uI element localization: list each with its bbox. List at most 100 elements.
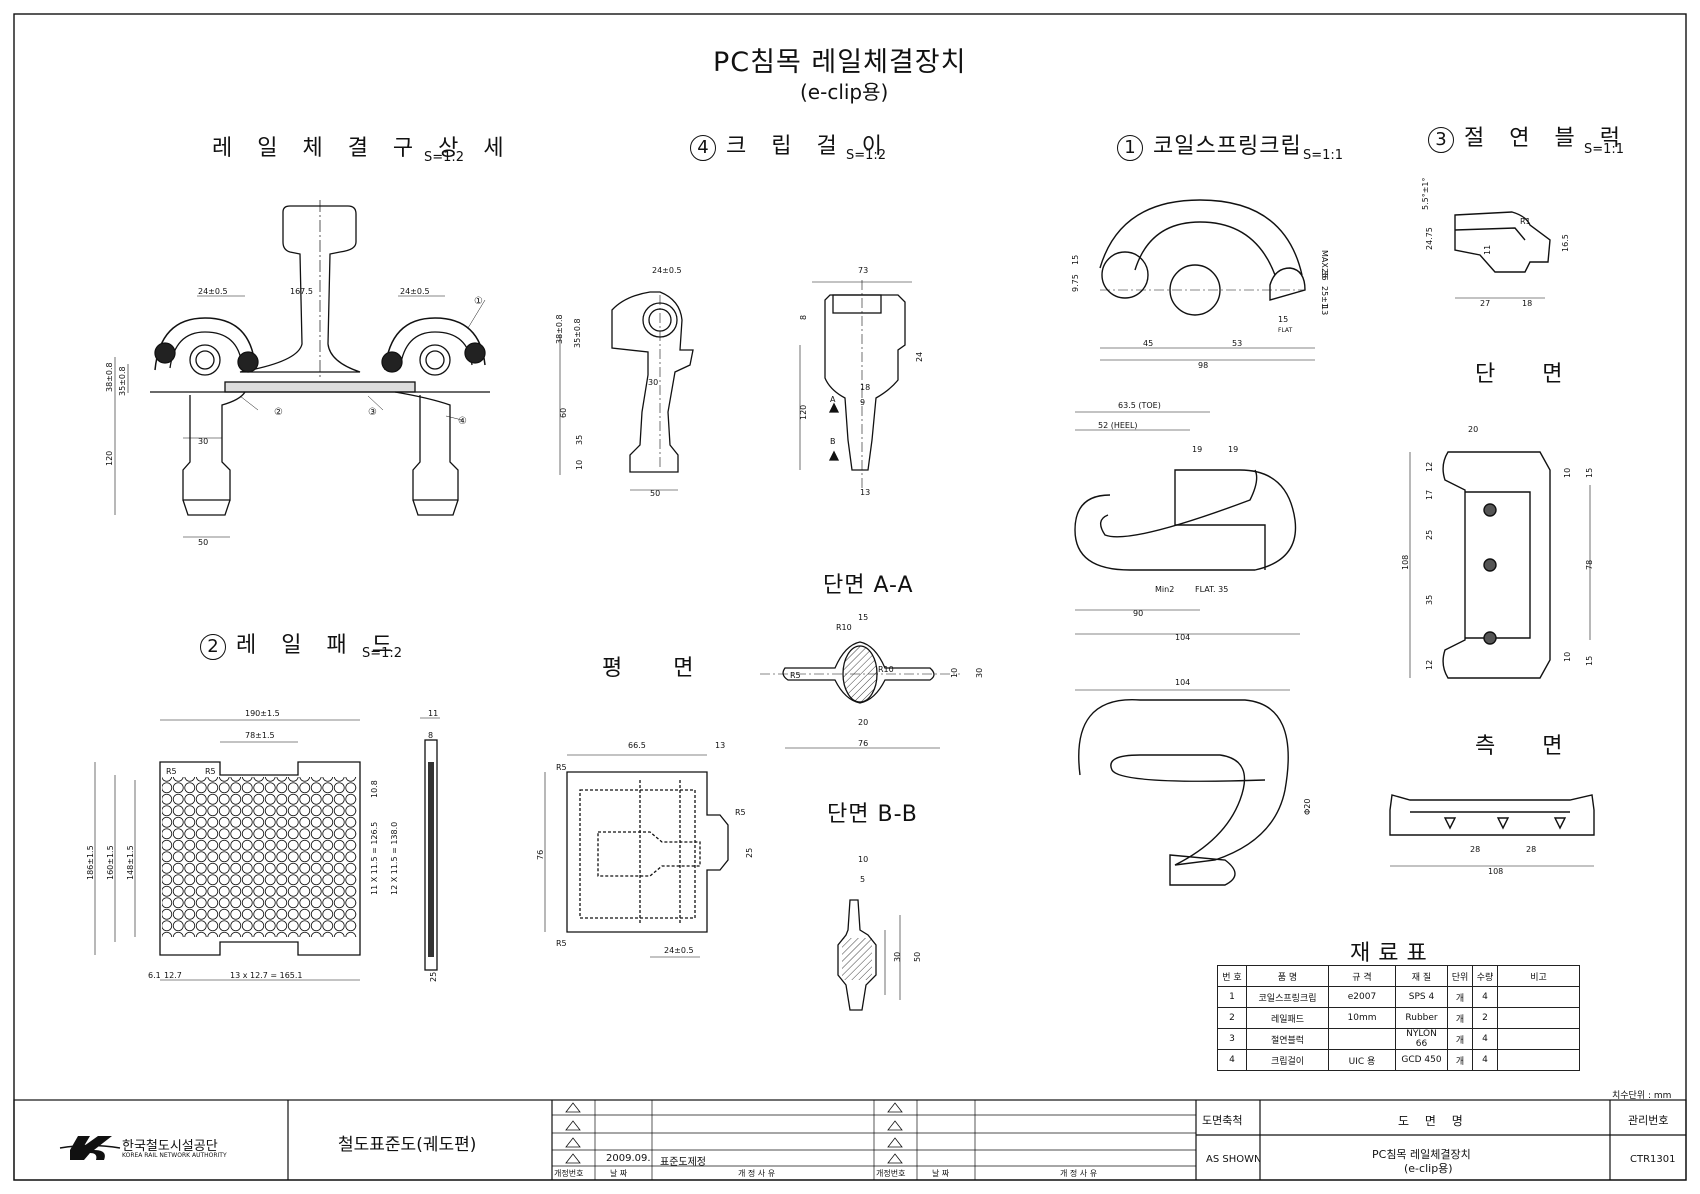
part-number-1: 1 bbox=[1117, 135, 1143, 161]
section-label: 크 립 걸 이 bbox=[726, 134, 891, 159]
label-section-aa: 단면 A-A bbox=[823, 573, 914, 598]
pad-dim: 12.7 bbox=[164, 971, 182, 980]
col-header: 품 명 bbox=[1246, 965, 1329, 987]
aa-dim: 30 bbox=[975, 668, 984, 678]
aa-dim: R10 bbox=[878, 665, 894, 674]
section-label: 코일스프링크립 bbox=[1153, 134, 1302, 159]
pad-dim: 190±1.5 bbox=[245, 709, 280, 718]
section-title-rail-pad: 2 레 일 패 드 bbox=[200, 627, 401, 660]
hook-dim: 120 bbox=[799, 405, 808, 420]
hook-dim: 30 bbox=[648, 378, 658, 387]
insulator-drawing bbox=[1389, 211, 1595, 867]
aa-dim: 76 bbox=[858, 739, 868, 748]
ins-dim: 10 bbox=[1563, 652, 1572, 662]
clip-dim: Min2 bbox=[1155, 585, 1174, 594]
reason-label-2: 개 정 사 유 bbox=[1060, 1169, 1098, 1178]
asm-dim: 120 bbox=[105, 451, 114, 466]
cell: 개 bbox=[1447, 1049, 1473, 1071]
clip-dim: 19 bbox=[1192, 445, 1202, 454]
hook-dim: 24 bbox=[915, 352, 924, 362]
aa-dim: R10 bbox=[836, 623, 852, 632]
ins-dim: 78 bbox=[1585, 560, 1594, 570]
pad-studs bbox=[162, 777, 357, 937]
ins-dim: 15 bbox=[1585, 468, 1594, 478]
asm-dim: ④ bbox=[458, 416, 467, 427]
ins-dim: 10 bbox=[1563, 468, 1572, 478]
plan-dim: 24±0.5 bbox=[664, 946, 694, 955]
scale-clip-hook: S=1:2 bbox=[846, 148, 887, 163]
scale-assembly: S=1:2 bbox=[424, 150, 465, 165]
aa-dim: R5 bbox=[790, 671, 801, 680]
hook-dim: 9 bbox=[860, 398, 865, 407]
rev-no-label: 개정번호 bbox=[554, 1169, 584, 1178]
clip-dim: 63.5 (TOE) bbox=[1118, 401, 1161, 410]
cell: 4 bbox=[1217, 1049, 1247, 1071]
clip-dim: 15 bbox=[1071, 255, 1080, 265]
asm-dim: 24±0.5 bbox=[198, 287, 228, 296]
part-number-2: 2 bbox=[200, 634, 226, 660]
pad-dim: R5 bbox=[205, 767, 216, 776]
cell: Rubber bbox=[1395, 1007, 1448, 1029]
clip-dim: 45 bbox=[1143, 339, 1153, 348]
org-name-en: KOREA RAIL NETWORK AUTHORITY bbox=[122, 1152, 227, 1159]
right-shoulder bbox=[394, 391, 459, 501]
clip-dim: 104 bbox=[1175, 633, 1190, 642]
cell bbox=[1497, 1007, 1580, 1029]
asm-dim: 30 bbox=[198, 437, 208, 446]
aa-dim: 20 bbox=[858, 718, 868, 727]
hook-dim: 35±0.8 bbox=[573, 318, 582, 348]
clip-dim: 13 bbox=[1320, 305, 1329, 315]
left-clip-toe bbox=[154, 342, 176, 364]
section-bb-drawing bbox=[837, 899, 901, 1011]
bb-dim: 30 bbox=[893, 952, 902, 962]
label-side: 측 면 bbox=[1475, 734, 1583, 759]
cell: e2007 bbox=[1328, 986, 1396, 1008]
hook-dim: 8 bbox=[799, 315, 808, 320]
pad-dim: 11 bbox=[428, 709, 438, 718]
hook-dim: B bbox=[830, 437, 836, 446]
cell: 4 bbox=[1472, 1028, 1498, 1050]
ins-dim: 28 bbox=[1526, 845, 1536, 854]
assembly-drawing bbox=[114, 200, 490, 538]
pad-dim: 160±1.5 bbox=[106, 845, 115, 880]
clip-dim: Φ20 bbox=[1303, 799, 1312, 815]
cell bbox=[1497, 1028, 1580, 1050]
clip-hook-drawing bbox=[559, 280, 912, 491]
clip-dim: 98 bbox=[1198, 361, 1208, 370]
ins-dim: 24.75 bbox=[1425, 227, 1434, 250]
asm-dim: 167.5 bbox=[290, 287, 313, 296]
col-header: 단위 bbox=[1447, 965, 1473, 987]
clip-dim: 53 bbox=[1232, 339, 1242, 348]
mgmt-label: 관리번호 bbox=[1628, 1114, 1669, 1127]
plan-dim: R5 bbox=[735, 808, 746, 817]
col-header: 규 격 bbox=[1328, 965, 1396, 987]
unit-note: 치수단위 : mm bbox=[1612, 1091, 1672, 1101]
clip-dim: FLAT bbox=[1278, 327, 1293, 334]
ins-dim: 5.5°±1° bbox=[1421, 177, 1430, 210]
ins-dim: R1 bbox=[1520, 217, 1531, 226]
label-plan: 평 면 bbox=[602, 656, 716, 681]
cell: SPS 4 bbox=[1395, 986, 1448, 1008]
ins-dim: 35 bbox=[1425, 595, 1434, 605]
cell: 2 bbox=[1217, 1007, 1247, 1029]
scale-rail-pad: S=1:2 bbox=[362, 646, 403, 661]
ins-dim: 20 bbox=[1468, 425, 1478, 434]
clip-dim: 15 bbox=[1278, 315, 1288, 324]
aa-dim: 15 bbox=[858, 613, 868, 622]
hook-dim: 13 bbox=[860, 488, 870, 497]
cell: 개 bbox=[1447, 1028, 1473, 1050]
section-title-coil-clip: 1 코일스프링크립 bbox=[1117, 128, 1302, 161]
pad-dim: 13 x 12.7 = 165.1 bbox=[230, 971, 303, 980]
cell bbox=[1497, 986, 1580, 1008]
pad-dim: 10.8 bbox=[370, 780, 379, 798]
drawing-name-2: (e-clip용) bbox=[1404, 1162, 1453, 1175]
ins-dim: 108 bbox=[1488, 867, 1503, 876]
section-label: 레 일 패 드 bbox=[236, 633, 401, 658]
clip-dim: MAX 36 bbox=[1320, 250, 1329, 281]
date-label: 날 짜 bbox=[610, 1169, 628, 1178]
